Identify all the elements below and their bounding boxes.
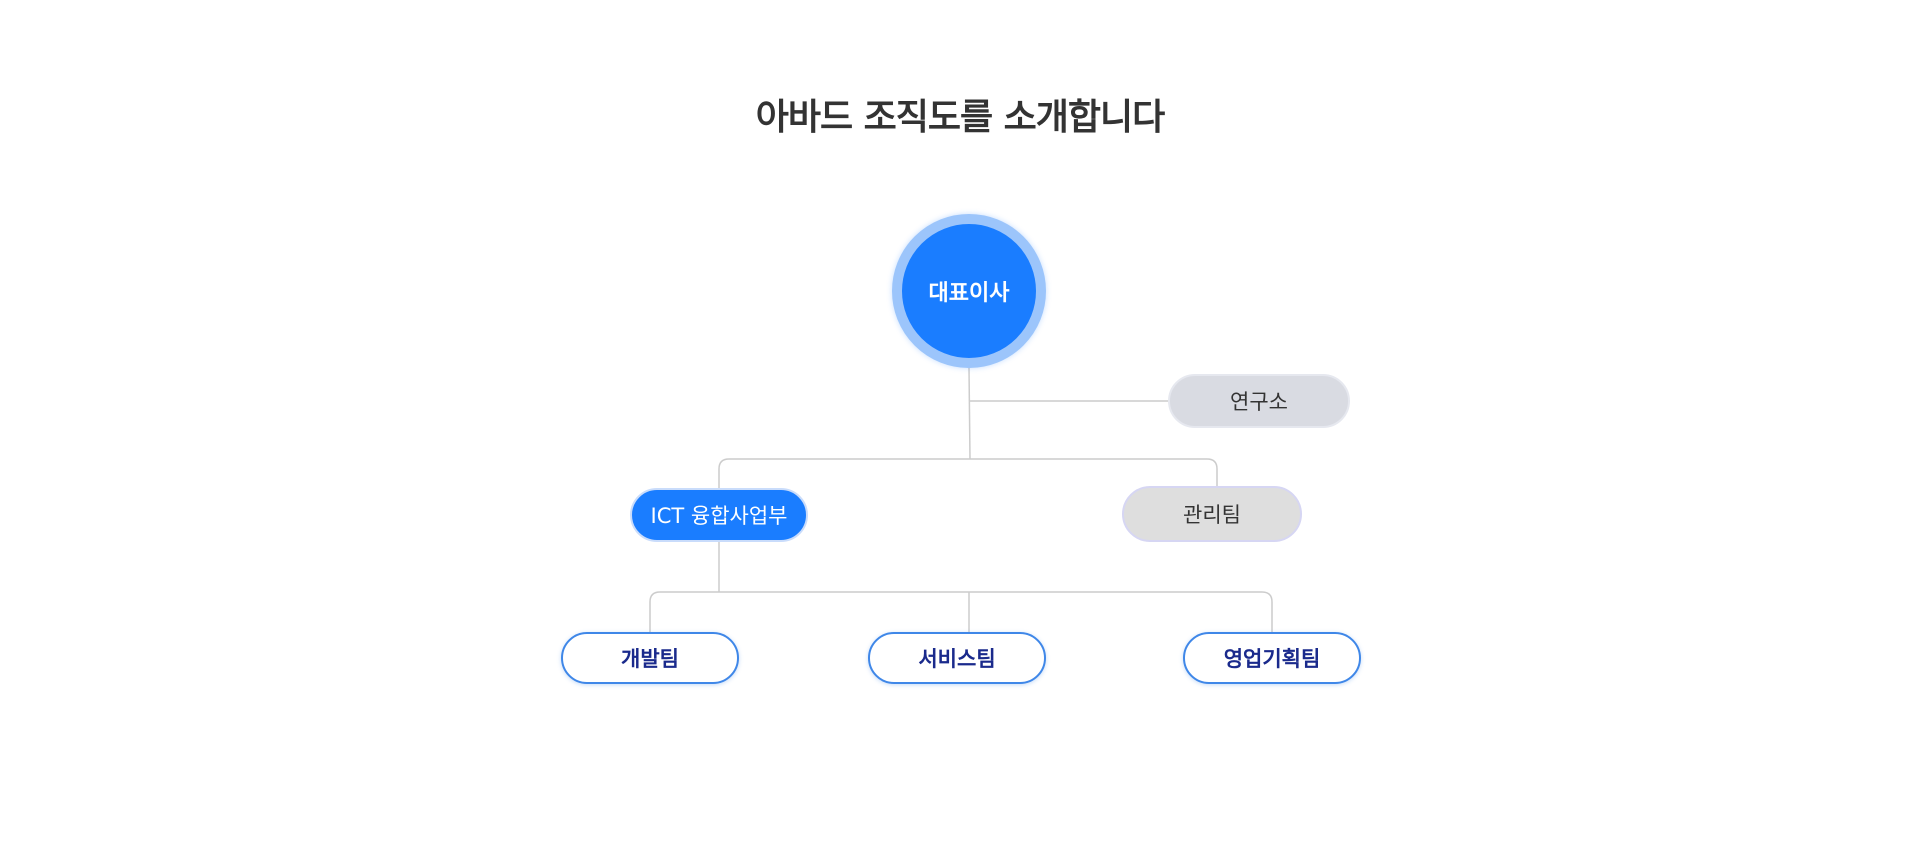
page-title: 아바드 조직도를 소개합니다 (755, 97, 1166, 138)
org-node-lab: 연구소 (1168, 374, 1350, 428)
connector-team-bar (649, 591, 1273, 632)
org-node-lab-label: 연구소 (1230, 390, 1288, 414)
org-node-ict-division-label: ICT 융합사업부 (650, 504, 788, 528)
org-node-ict-division: ICT 융합사업부 (630, 488, 808, 542)
org-node-sales-planning-team: 영업기획팀 (1183, 632, 1361, 684)
org-node-management: 관리팀 (1122, 486, 1302, 542)
connector-ceo-trunk (968, 367, 971, 460)
org-node-management-label: 관리팀 (1183, 503, 1241, 527)
org-node-sales-planning-team-label: 영업기획팀 (1223, 647, 1321, 671)
org-node-dev-team: 개발팀 (561, 632, 739, 684)
org-node-ceo: 대표이사 (892, 214, 1046, 368)
org-node-dev-team-label: 개발팀 (621, 647, 679, 671)
org-node-ceo-label: 대표이사 (928, 281, 1010, 306)
org-node-service-team-label: 서비스팀 (918, 647, 996, 671)
org-node-service-team: 서비스팀 (868, 632, 1046, 684)
connector-division-bar (718, 458, 1218, 488)
